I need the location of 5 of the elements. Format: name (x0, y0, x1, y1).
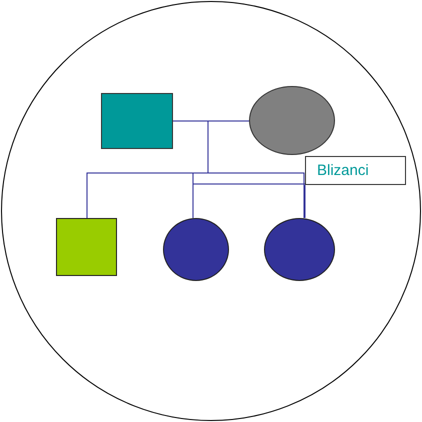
connector-line (192, 184, 306, 218)
male-square (56, 218, 117, 276)
connector-line (304, 184, 306, 218)
male-square (101, 93, 173, 149)
text-box: Blizanci (305, 156, 406, 185)
